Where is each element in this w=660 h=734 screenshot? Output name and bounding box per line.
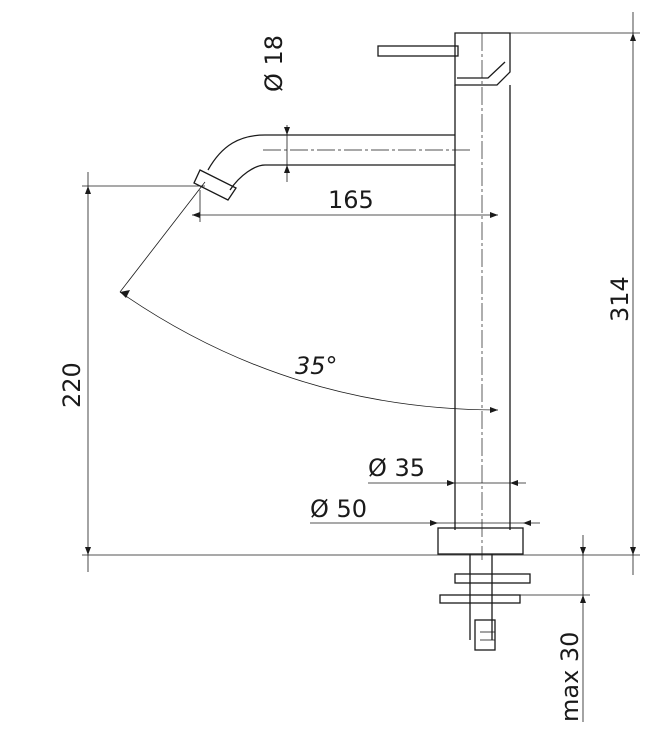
dim-total-height: 314 — [510, 12, 640, 575]
arrow — [523, 520, 531, 526]
dim-text: Ø 35 — [368, 454, 425, 482]
arrow — [630, 547, 636, 555]
dim-text: Ø 18 — [260, 35, 288, 92]
dim-spout-height: 220 — [58, 172, 205, 572]
dim-max-thickness: max 30 — [520, 535, 590, 722]
arrow — [630, 33, 636, 41]
handle-lever — [377, 45, 459, 57]
faucet-body — [377, 32, 524, 560]
cartridge-block — [454, 32, 511, 86]
dim-text: 314 — [606, 276, 634, 322]
hose-connector — [474, 619, 496, 651]
angle-arc — [119, 291, 499, 411]
dim-text: Ø 50 — [310, 495, 367, 523]
spout-top-edge — [207, 134, 455, 171]
arrow — [447, 480, 455, 486]
base-ring — [437, 527, 524, 555]
arrow — [490, 407, 498, 413]
cartridge-detail — [457, 61, 506, 79]
arrow — [120, 290, 130, 298]
arrow — [284, 165, 290, 173]
spout — [193, 134, 470, 201]
dim-body-diameter: Ø 35 — [368, 454, 526, 486]
dim-base-diameter: Ø 50 — [310, 495, 540, 526]
fixing-assembly — [439, 554, 531, 651]
fixing-plate — [454, 573, 531, 584]
dim-text: 165 — [328, 186, 374, 214]
aerator — [193, 169, 237, 201]
dim-text: 220 — [58, 362, 86, 408]
arrow — [580, 547, 586, 555]
dim-text: 35° — [295, 352, 338, 380]
arrow — [85, 186, 91, 194]
arrow — [580, 595, 586, 603]
dim-spout-diameter: Ø 18 — [260, 35, 290, 182]
arrow — [284, 127, 290, 135]
arrow — [510, 480, 518, 486]
spout-bottom-edge — [229, 164, 455, 191]
arrow — [490, 212, 498, 218]
dim-text: max 30 — [556, 632, 584, 722]
fixing-nut — [439, 594, 521, 604]
arrow — [192, 212, 200, 218]
angle-leg — [119, 181, 206, 293]
dim-reach: 165 — [192, 186, 498, 222]
arrow — [85, 547, 91, 555]
dim-angle: 35° — [119, 181, 499, 413]
arrow — [430, 520, 438, 526]
